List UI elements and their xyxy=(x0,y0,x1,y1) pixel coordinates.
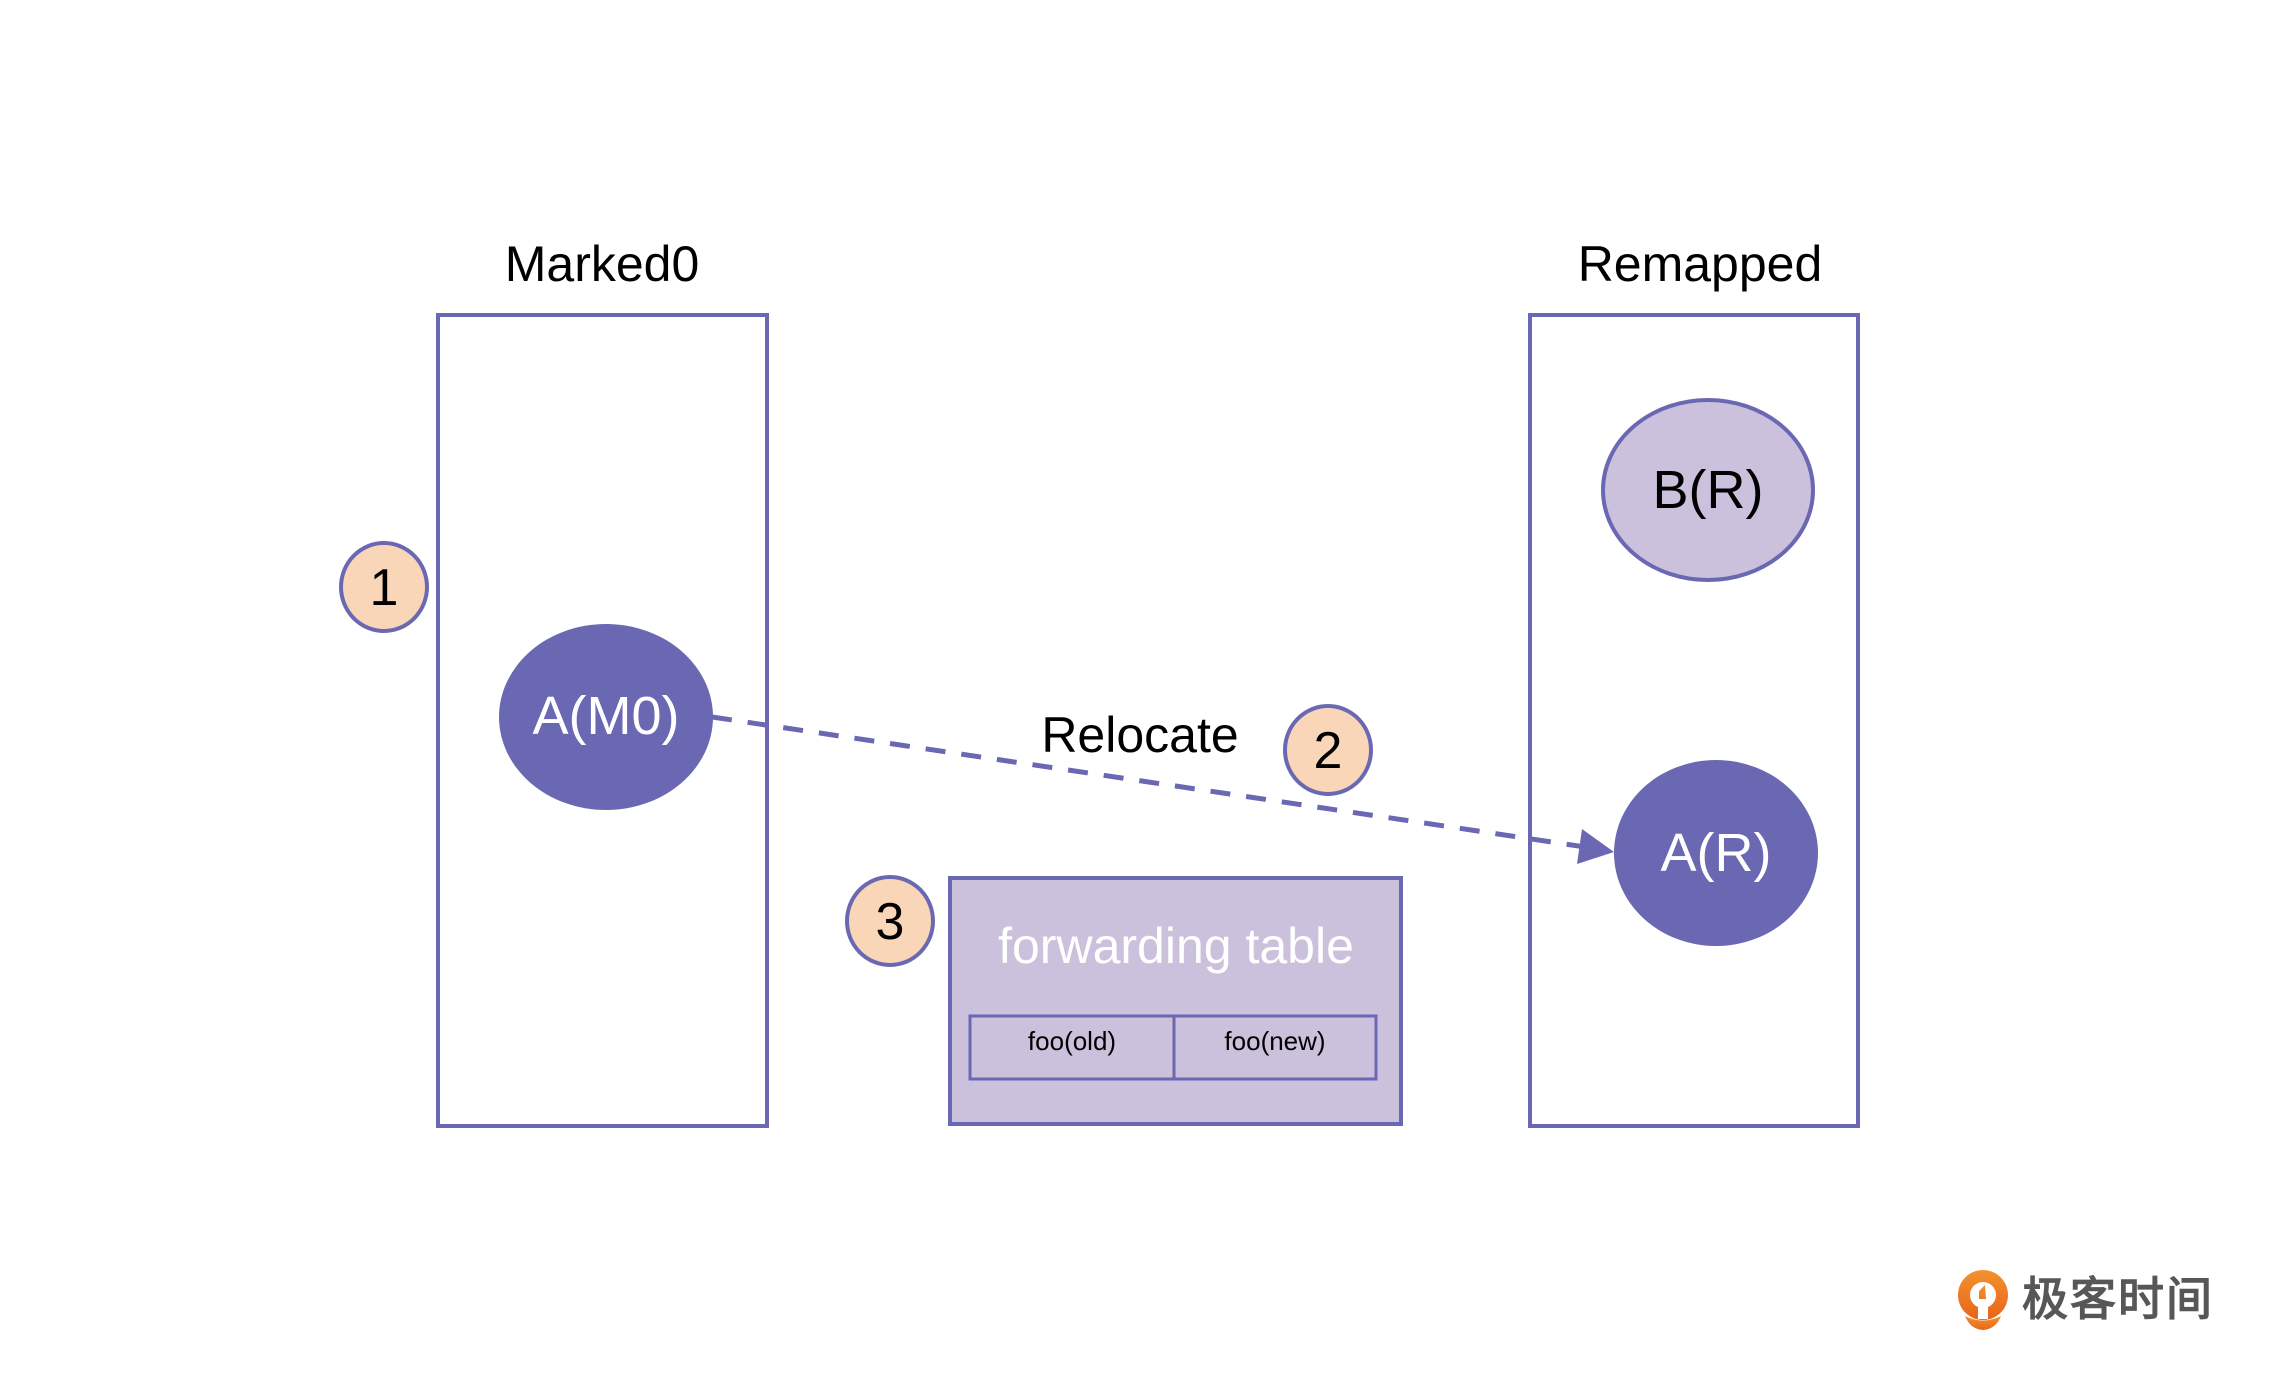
brand-logo-text: 极客时间 xyxy=(2022,1272,2214,1326)
geektime-logo-icon xyxy=(1956,1269,2010,1330)
edge-relocate: Relocate xyxy=(711,707,1614,864)
edge-label-relocate: Relocate xyxy=(1041,707,1238,763)
node-a-r-shape xyxy=(1614,760,1818,946)
step-badge-3-circle xyxy=(845,875,935,967)
step-badge-1-number: 1 xyxy=(370,559,399,617)
step-badge-2-number: 2 xyxy=(1314,722,1343,780)
step-badge-1: 1 xyxy=(339,541,429,633)
forwarding-table: forwarding table foo(old) foo(new) xyxy=(948,876,1403,1126)
forwarding-table-box xyxy=(948,876,1403,1126)
node-a-m0-shape xyxy=(499,624,713,810)
relocate-dashed-line xyxy=(711,714,1593,851)
forwarding-table-cell-new: foo(new) xyxy=(1224,1026,1325,1056)
region-remapped: Remapped xyxy=(1528,236,1860,1128)
step-badge-3-number: 3 xyxy=(876,893,905,951)
node-b-r-shape xyxy=(1601,398,1815,582)
forwarding-table-cell-old: foo(old) xyxy=(1028,1026,1116,1056)
brand-logo: 极客时间 xyxy=(1956,1268,2214,1330)
step-badge-2-circle xyxy=(1283,704,1373,796)
arrowhead-icon xyxy=(1577,829,1614,864)
step-badge-1-circle xyxy=(339,541,429,633)
region-title-remapped: Remapped xyxy=(1578,236,1823,292)
region-title-marked0: Marked0 xyxy=(505,236,700,292)
node-a-m0: A(M0) xyxy=(499,624,713,810)
node-b-r: B(R) xyxy=(1601,398,1815,582)
step-badge-2: 2 xyxy=(1283,704,1373,796)
node-a-r: A(R) xyxy=(1614,760,1818,946)
node-b-r-label: B(R) xyxy=(1653,460,1764,520)
forwarding-table-title: forwarding table xyxy=(998,918,1354,974)
node-a-m0-label: A(M0) xyxy=(533,686,680,746)
step-badge-3: 3 xyxy=(845,875,935,967)
node-a-r-label: A(R) xyxy=(1661,823,1772,883)
